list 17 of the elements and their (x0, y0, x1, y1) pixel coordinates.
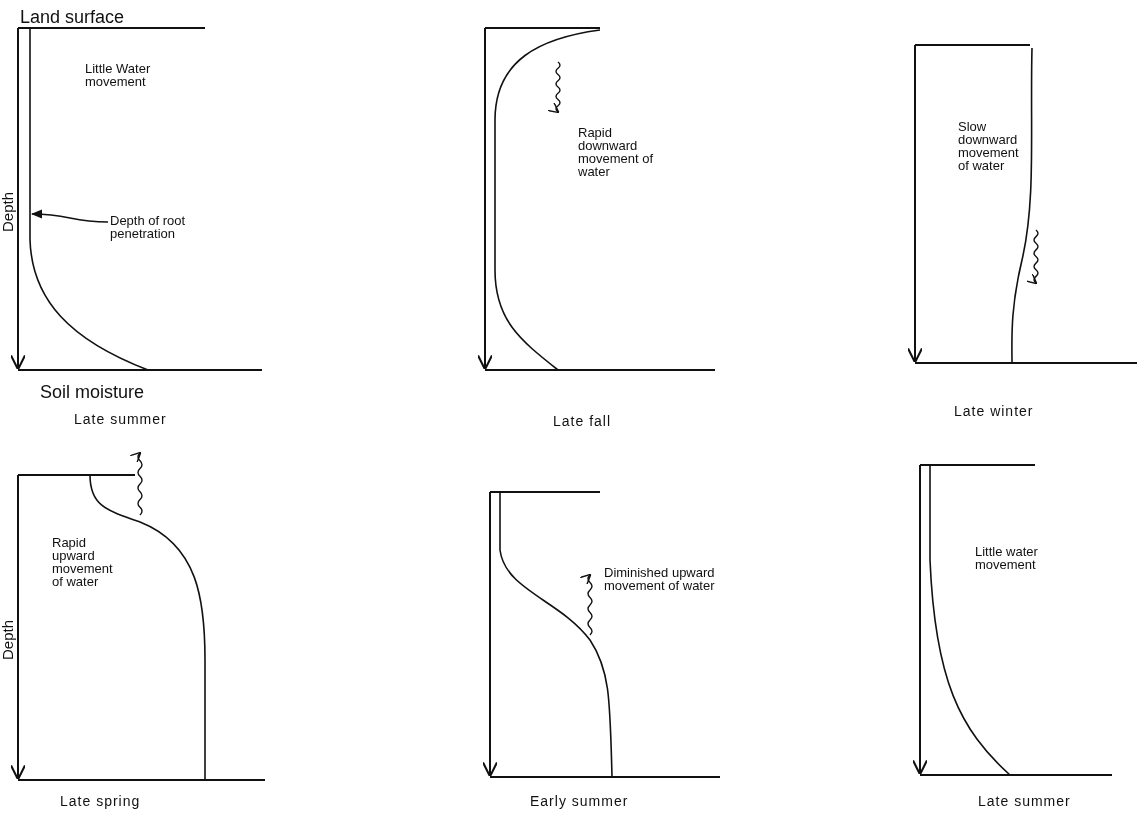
panel-caption: Late fall (553, 415, 612, 428)
annotation-text: Rapid downward movement of water (578, 126, 655, 178)
panel-caption: Late spring (60, 795, 141, 808)
annotation-text: Little water movement (975, 545, 1039, 571)
annotation-text: Diminished upward movement of water (604, 566, 716, 592)
panel-caption: Late summer (74, 413, 167, 426)
annotation-text: Little Water movement (85, 62, 152, 88)
annotation-text: Depth of root penetration (110, 214, 240, 240)
annotation-text: Slow downward movement of water (958, 120, 1020, 172)
axis-label: Soil moisture (40, 383, 145, 401)
panel-caption: Late summer (978, 795, 1071, 808)
leader-line (30, 209, 109, 223)
axis-label: Land surface (20, 8, 125, 26)
panel-caption: Early summer (530, 795, 629, 808)
annotation-text: Rapid upward movement of water (52, 536, 114, 588)
axis-label: Depth (0, 619, 15, 660)
panel-caption: Late winter (954, 405, 1034, 418)
